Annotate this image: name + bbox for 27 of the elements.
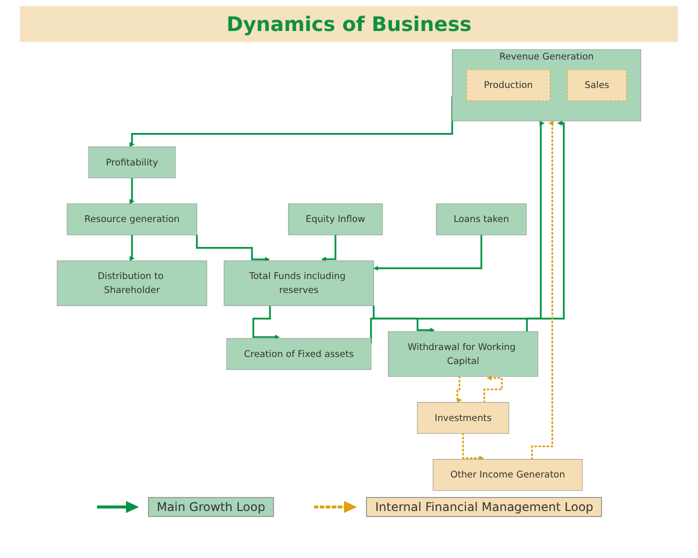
node-box: Production xyxy=(466,68,550,101)
arrow xyxy=(373,234,482,270)
arrow xyxy=(483,374,503,403)
node-box: Profitability xyxy=(88,146,176,178)
arrow xyxy=(531,120,554,460)
node-box: Investments xyxy=(417,402,510,434)
arrow xyxy=(462,432,484,460)
node-box: Resource generation xyxy=(66,203,198,235)
node-box: Total Funds including reserves xyxy=(224,260,374,306)
title-banner: Dynamics of Business xyxy=(20,6,678,42)
node-box: Distribution to Shareholder xyxy=(56,260,208,306)
node-box: Withdrawal for Working Capital xyxy=(388,330,538,376)
node-box: Creation of Fixed assets xyxy=(226,338,372,370)
arrow xyxy=(129,177,135,204)
node-box: Loans taken xyxy=(436,203,527,235)
arrow xyxy=(129,234,135,261)
arrow xyxy=(456,375,462,402)
arrow xyxy=(372,305,435,332)
arrow xyxy=(526,120,565,332)
legend-label: Main Growth Loop xyxy=(148,497,274,517)
arrow xyxy=(252,305,280,340)
legend-label: Internal Financial Management Loop xyxy=(366,497,602,517)
arrow xyxy=(321,234,336,262)
node-box: Other Income Generaton xyxy=(432,458,583,490)
arrow xyxy=(196,234,270,262)
node-box: Equity Inflow xyxy=(288,203,383,235)
node-box: Sales xyxy=(567,68,627,101)
